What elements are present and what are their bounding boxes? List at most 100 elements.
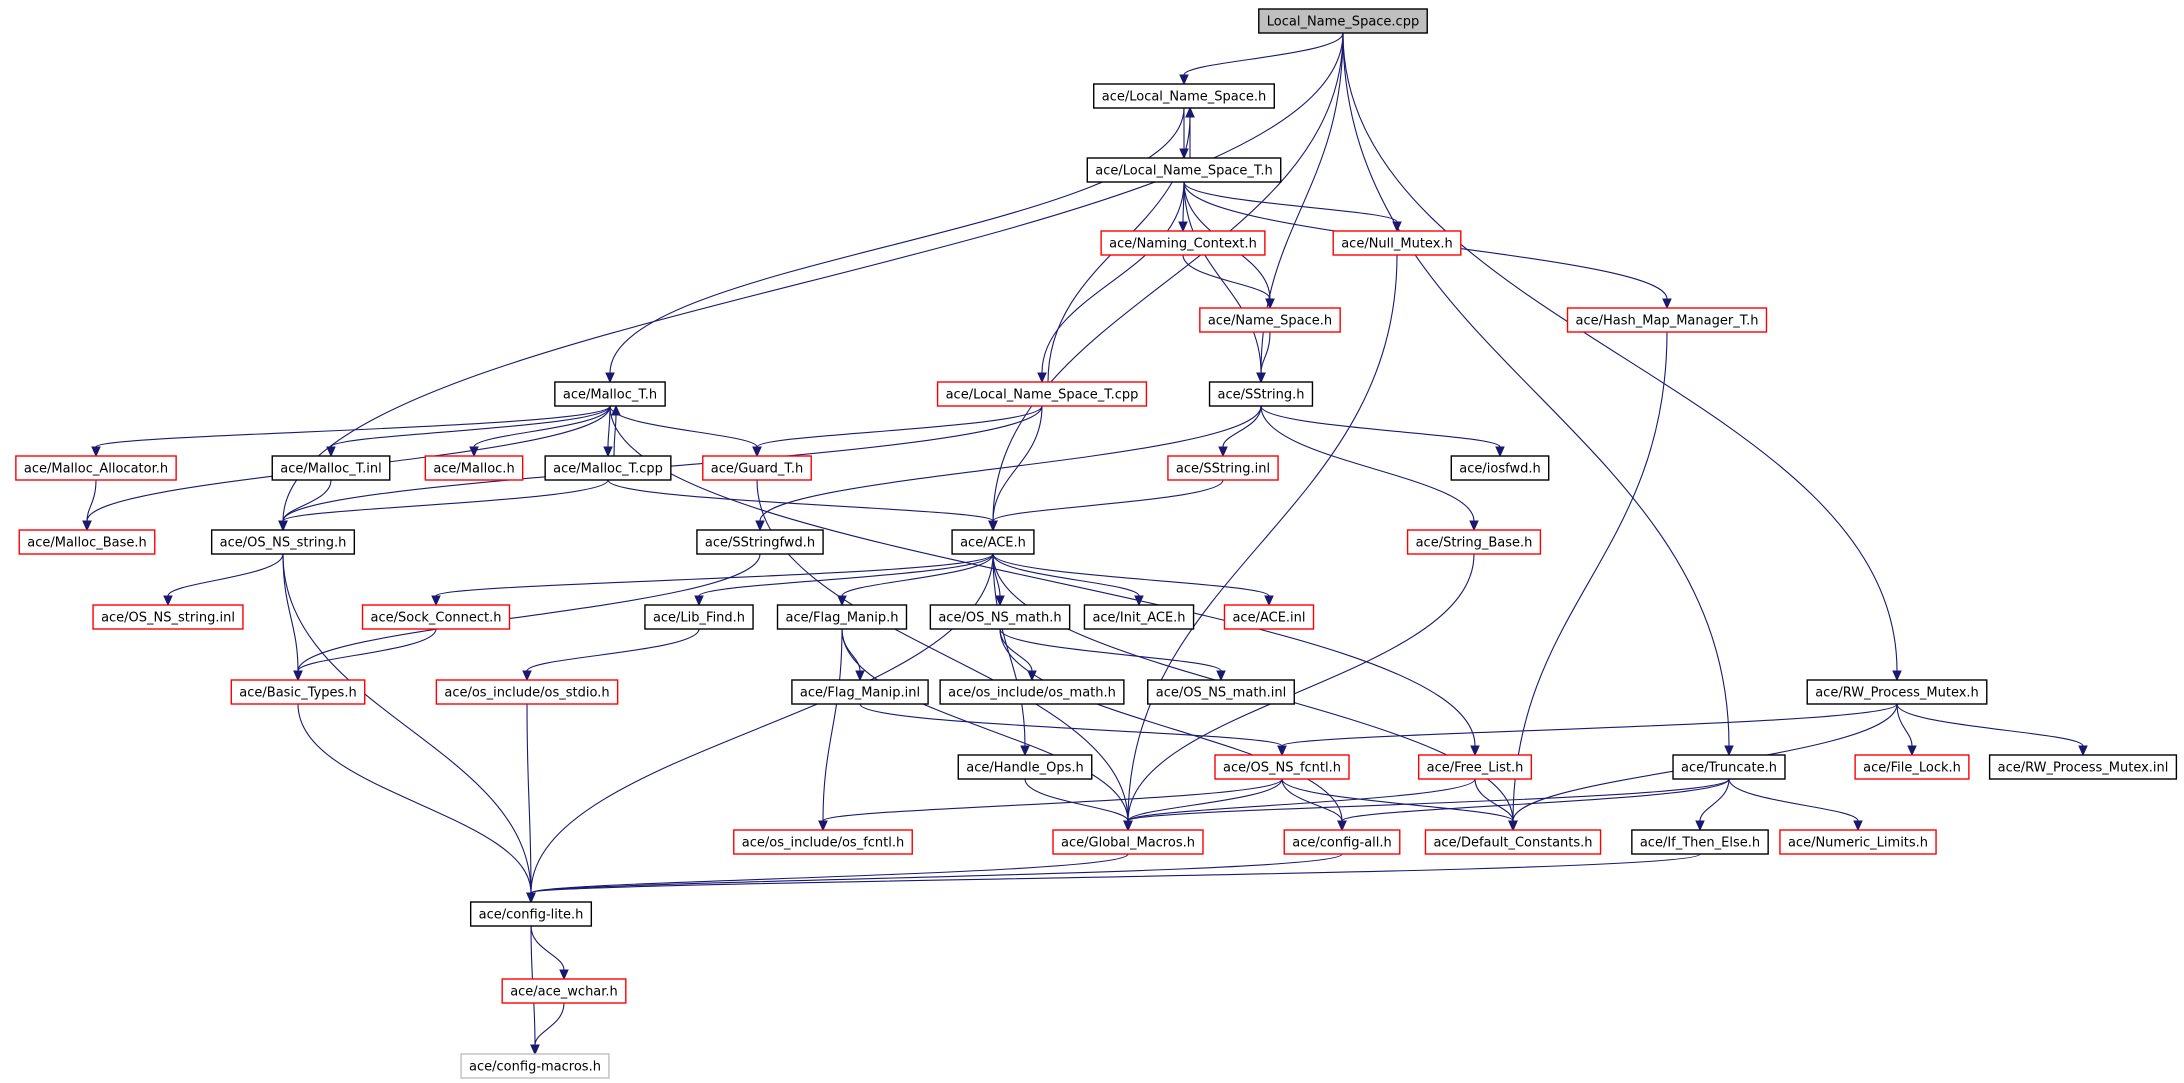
edge-n34-n39 (1896, 703, 1913, 747)
edge-n20-n25 (841, 553, 994, 597)
node-n42[interactable]: ace/Global_Macros.h (1052, 829, 1204, 855)
node-n23[interactable]: ace/Sock_Connect.h (361, 604, 511, 630)
node-n45[interactable]: ace/If_Then_Else.h (1631, 829, 1769, 855)
node-n40[interactable]: ace/RW_Process_Mutex.inl (1988, 754, 2178, 780)
arrowhead-n9-n19 (755, 520, 765, 532)
arrowhead-n7-n11 (326, 446, 336, 458)
node-box (554, 381, 666, 407)
node-label: ace/Name_Space.h (1208, 314, 1332, 329)
node-n24[interactable]: ace/Lib_Find.h (644, 604, 754, 630)
edge-n36-n42 (1127, 778, 1283, 822)
arrowhead-n20-n35 (1020, 745, 1030, 757)
node-n4[interactable]: ace/Null_Mutex.h (1332, 230, 1462, 256)
node-n34[interactable]: ace/RW_Process_Mutex.h (1806, 679, 1988, 705)
node-n14[interactable]: ace/Guard_T.h (702, 455, 812, 481)
node-n9[interactable]: ace/SString.h (1208, 381, 1314, 407)
node-label: ace/Global_Macros.h (1061, 836, 1195, 851)
node-n32[interactable]: ace/os_include/os_math.h (939, 679, 1125, 705)
arrowhead-n9-n21 (1469, 520, 1479, 532)
edge-n9-n15 (1222, 405, 1262, 448)
node-label: ace/SString.h (1218, 388, 1305, 403)
node-n28[interactable]: ace/ACE.inl (1223, 604, 1315, 630)
edge-n0-n38 (1342, 32, 1730, 747)
node-n12[interactable]: ace/Malloc.h (424, 455, 524, 481)
node-n35[interactable]: ace/Handle_Ops.h (957, 754, 1093, 780)
arrowhead-n9-n16 (1495, 446, 1505, 458)
node-box (460, 1053, 610, 1079)
node-box (271, 455, 391, 481)
edge-n13-n18 (282, 479, 609, 522)
node-n3[interactable]: ace/Naming_Context.h (1100, 230, 1266, 256)
arrowhead-n8-n1 (1185, 106, 1195, 118)
node-n8[interactable]: ace/Local_Name_Space_T.cpp (936, 381, 1148, 407)
node-n46[interactable]: ace/Numeric_Limits.h (1779, 829, 1937, 855)
node-n13[interactable]: ace/Malloc_T.cpp (544, 455, 672, 481)
node-box (424, 455, 524, 481)
node-n44[interactable]: ace/Default_Constants.h (1424, 829, 1602, 855)
edge-n3-n5 (1182, 254, 1271, 300)
edge-n31-n36 (859, 703, 1283, 747)
edge-n10-n17 (86, 479, 97, 522)
node-n6[interactable]: ace/Hash_Map_Manager_T.h (1566, 307, 1768, 333)
node-n10[interactable]: ace/Malloc_Allocator.h (15, 455, 177, 481)
edge-n24-n30 (526, 628, 700, 672)
node-label: ace/ACE.h (960, 536, 1026, 551)
edge-n26-n33 (999, 628, 1222, 672)
node-n41[interactable]: ace/os_include/os_fcntl.h (733, 829, 913, 855)
node-n33[interactable]: ace/OS_NS_math.inl (1147, 679, 1295, 705)
node-n17[interactable]: ace/Malloc_Base.h (18, 529, 156, 555)
node-n15[interactable]: ace/SString.inl (1167, 455, 1279, 481)
node-n43[interactable]: ace/config-all.h (1283, 829, 1401, 855)
node-n11[interactable]: ace/Malloc_T.inl (271, 455, 391, 481)
node-box (210, 529, 356, 555)
edge-n18-n22 (167, 553, 284, 597)
arrowhead-n3-n5 (1265, 298, 1275, 310)
node-n49[interactable]: ace/config-macros.h (460, 1053, 610, 1079)
arrowhead-n7-n14 (752, 446, 762, 458)
node-n47[interactable]: ace/config-lite.h (469, 901, 593, 927)
nodes-layer: Local_Name_Space.cppace/Local_Name_Space… (15, 8, 2178, 1079)
node-n2[interactable]: ace/Local_Name_Space_T.h (1086, 157, 1282, 183)
node-n1[interactable]: ace/Local_Name_Space.h (1093, 83, 1275, 109)
node-n37[interactable]: ace/Free_List.h (1417, 754, 1533, 780)
node-n20[interactable]: ace/ACE.h (951, 529, 1035, 555)
edge-n26-n43 (999, 628, 1343, 822)
node-n19[interactable]: ace/SStringfwd.h (696, 529, 824, 555)
node-n5[interactable]: ace/Name_Space.h (1199, 307, 1341, 333)
node-label: ace/ACE.inl (1232, 611, 1305, 626)
node-n26[interactable]: ace/OS_NS_math.h (929, 604, 1071, 630)
edge-n7-n11 (330, 405, 611, 448)
node-n21[interactable]: ace/String_Base.h (1406, 529, 1542, 555)
node-n22[interactable]: ace/OS_NS_string.inl (92, 604, 244, 630)
node-box (1988, 754, 2178, 780)
node-n18[interactable]: ace/OS_NS_string.h (210, 529, 356, 555)
arrowhead-n1-n7 (605, 372, 615, 384)
arrowhead-n36-n41 (818, 820, 828, 832)
node-n30[interactable]: ace/os_include/os_stdio.h (435, 679, 619, 705)
node-box (939, 679, 1125, 705)
node-label: ace/ace_wchar.h (510, 985, 618, 1000)
node-n25[interactable]: ace/Flag_Manip.h (776, 604, 908, 630)
arrowhead-n38-n46 (1853, 820, 1863, 832)
node-label: ace/Malloc_T.h (563, 388, 657, 403)
node-n16[interactable]: ace/iosfwd.h (1450, 455, 1550, 481)
node-n7[interactable]: ace/Malloc_T.h (554, 381, 666, 407)
node-n48[interactable]: ace/ace_wchar.h (501, 978, 627, 1004)
node-n39[interactable]: ace/File_Lock.h (1854, 754, 1970, 780)
node-label: ace/Init_ACE.h (1092, 611, 1185, 626)
node-n38[interactable]: ace/Truncate.h (1672, 754, 1786, 780)
edge-n30-n47 (526, 703, 532, 894)
node-n27[interactable]: ace/Init_ACE.h (1083, 604, 1195, 630)
node-n29[interactable]: ace/Basic_Types.h (230, 679, 366, 705)
node-label: ace/Default_Constants.h (1433, 836, 1592, 851)
node-box (776, 604, 908, 630)
node-n36[interactable]: ace/OS_NS_fcntl.h (1214, 754, 1350, 780)
edge-n7-n14 (609, 405, 758, 448)
arrowhead-n38-n42 (1123, 820, 1133, 832)
edge-n11-n18 (282, 479, 332, 522)
node-box (1450, 455, 1550, 481)
arrowhead-n45-n47 (526, 892, 536, 904)
arrowhead-n7-n37 (1470, 745, 1480, 757)
node-n31[interactable]: ace/Flag_Manip.inl (791, 679, 929, 705)
node-label: ace/Malloc_Allocator.h (24, 462, 168, 477)
